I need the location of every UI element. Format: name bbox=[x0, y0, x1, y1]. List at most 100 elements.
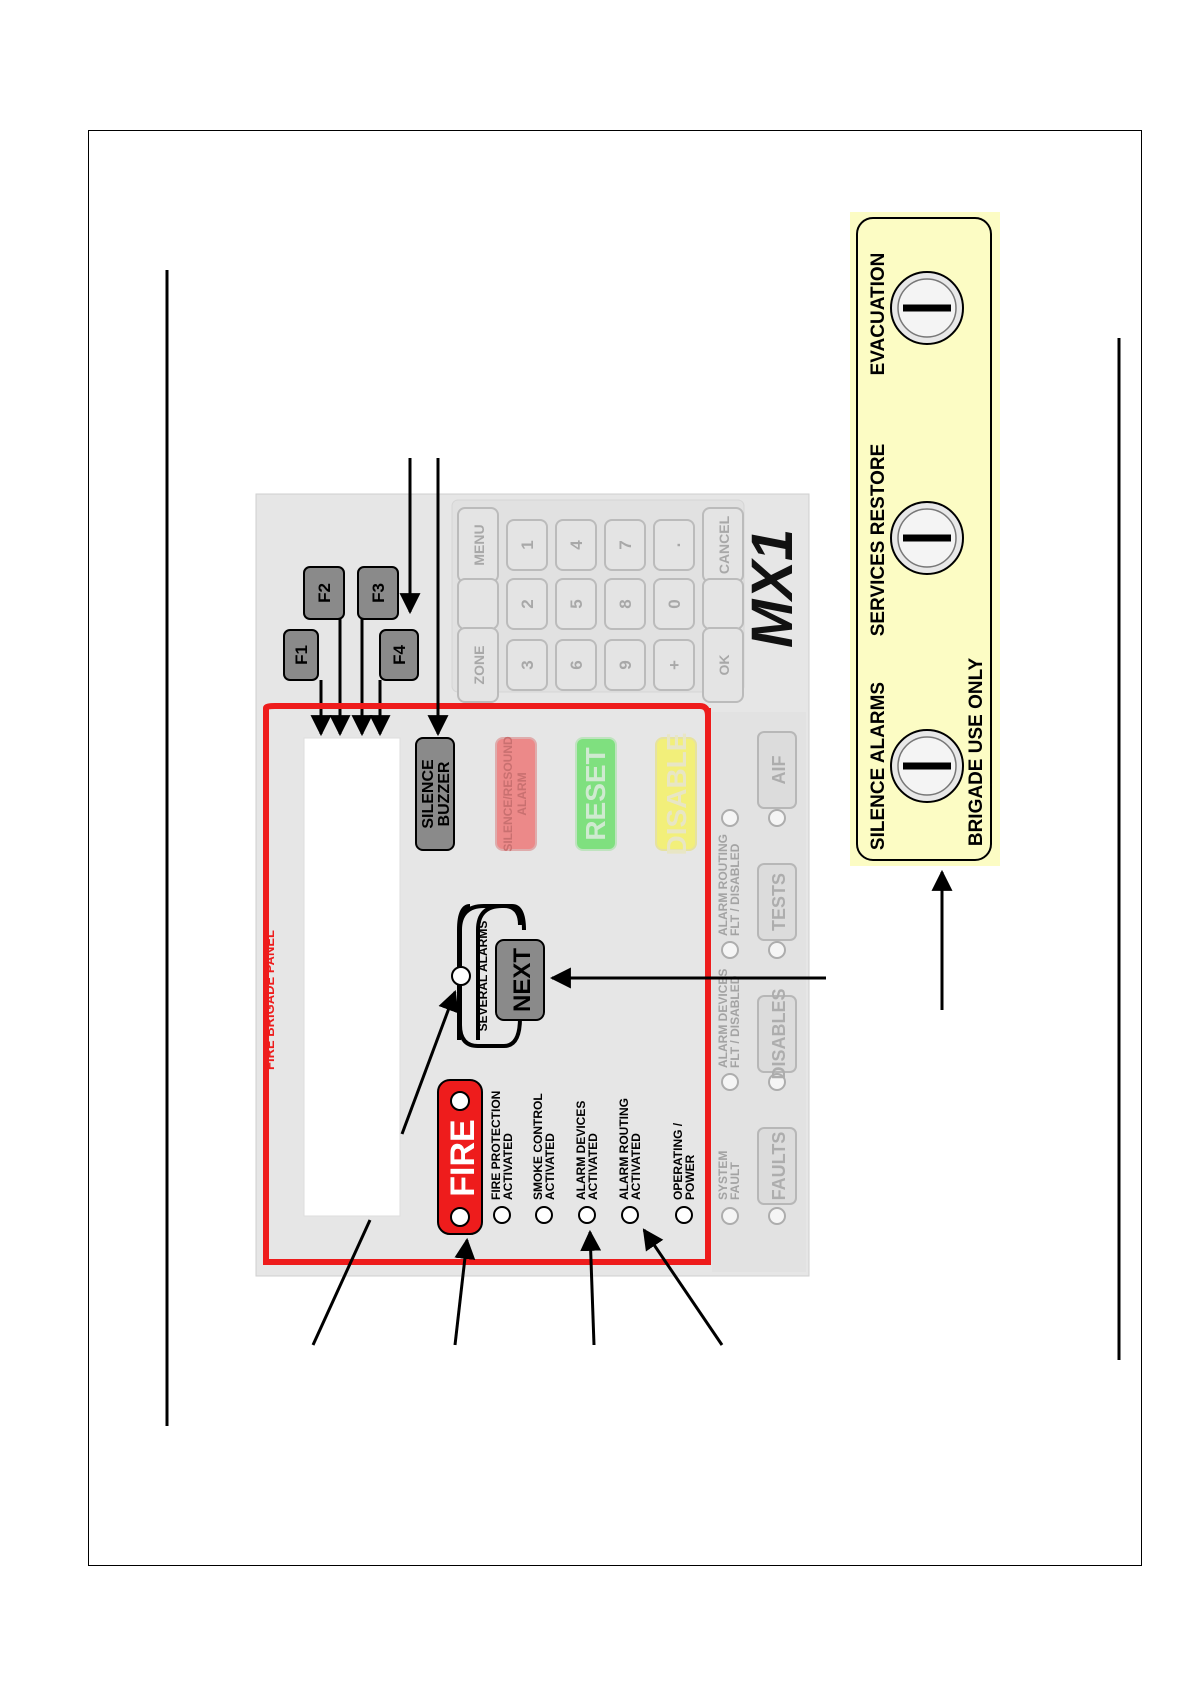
svg-text:FAULTS: FAULTS bbox=[769, 1132, 789, 1201]
aif-button[interactable] bbox=[757, 731, 797, 809]
svg-text:SYSTEM: SYSTEM bbox=[716, 1151, 730, 1200]
keypad-key-label: MENU bbox=[471, 524, 487, 565]
svg-text:FLT / DISABLED: FLT / DISABLED bbox=[728, 843, 742, 936]
keypad-key-blank[interactable] bbox=[702, 578, 744, 630]
fire-brigade-panel-border bbox=[263, 703, 711, 1265]
keypad-key-[interactable] bbox=[653, 519, 695, 571]
silence-alarms-switch[interactable] bbox=[890, 729, 964, 803]
lcd-display bbox=[303, 737, 401, 1217]
svg-text:ALARM DEVICES: ALARM DEVICES bbox=[574, 1101, 588, 1200]
svg-text:OPERATING /: OPERATING / bbox=[671, 1122, 685, 1200]
faults-button[interactable] bbox=[757, 1127, 797, 1205]
f3-key[interactable] bbox=[357, 566, 399, 620]
keypad-key-label: + bbox=[665, 660, 684, 670]
keypad-key-2[interactable] bbox=[506, 578, 548, 630]
f3-label: F3 bbox=[369, 583, 388, 603]
reset-button[interactable] bbox=[575, 737, 617, 851]
svg-text:TESTS: TESTS bbox=[769, 873, 789, 931]
status-indicators: FIRE PROTECTION ACTIVATED SMOKE CONTROL … bbox=[489, 1091, 697, 1224]
keypad-key-label: 8 bbox=[616, 599, 635, 608]
keypad-key-label: 5 bbox=[567, 599, 586, 608]
keypad-key-8[interactable] bbox=[604, 578, 646, 630]
evacuation-switch[interactable] bbox=[890, 271, 964, 345]
svg-text:AIF: AIF bbox=[769, 756, 789, 785]
keypad-key-9[interactable] bbox=[604, 639, 646, 691]
keypad-key-label: . bbox=[665, 543, 684, 548]
brigade-box-border bbox=[856, 217, 992, 861]
keypad-key-label: 6 bbox=[567, 660, 586, 669]
svg-text:FAULT: FAULT bbox=[728, 1162, 742, 1200]
svg-text:ACTIVATED: ACTIVATED bbox=[586, 1133, 600, 1200]
keypad-key-label: CANCEL bbox=[716, 515, 732, 574]
keypad-key-label: OK bbox=[716, 655, 732, 676]
keypad-key-label: 9 bbox=[616, 660, 635, 669]
next-button[interactable] bbox=[495, 939, 545, 1021]
disable-button[interactable] bbox=[655, 737, 697, 851]
services-restore-label: SERVICES RESTORE bbox=[868, 444, 889, 637]
keypad-key-label: 7 bbox=[616, 540, 635, 549]
fire-brigade-panel-title: FIRE BRIGADE PANEL bbox=[262, 930, 277, 1070]
disables-button[interactable] bbox=[757, 995, 797, 1073]
keypad-key-4[interactable] bbox=[555, 519, 597, 571]
svg-text:FIRE PROTECTION: FIRE PROTECTION bbox=[489, 1091, 503, 1200]
keypad-key-label: 0 bbox=[665, 599, 684, 608]
fire-indicator bbox=[437, 1079, 483, 1235]
several-alarms-label: SEVERAL ALARMS bbox=[476, 921, 490, 1032]
f1-label: F1 bbox=[292, 645, 311, 665]
svg-text:POWER: POWER bbox=[683, 1154, 697, 1200]
keypad-key-ok[interactable] bbox=[702, 627, 744, 703]
svg-text:ALARM DEVICES: ALARM DEVICES bbox=[716, 969, 730, 1068]
keypad-key-3[interactable] bbox=[506, 639, 548, 691]
keypad-key-blank[interactable] bbox=[457, 578, 499, 630]
f2-label: F2 bbox=[315, 583, 334, 603]
services-restore-switch[interactable] bbox=[890, 501, 964, 575]
keypad-key-label: 2 bbox=[518, 599, 537, 608]
brigade-use-only-label: BRIGADE USE ONLY bbox=[966, 658, 987, 847]
f1-key[interactable] bbox=[283, 629, 319, 681]
model-logo: MX1 bbox=[740, 529, 805, 648]
silence-buzzer-button[interactable] bbox=[415, 737, 455, 851]
fire-label: FIRE bbox=[444, 1119, 482, 1196]
keypad-key-label: 4 bbox=[567, 540, 586, 550]
silence-buzzer-label-1: SILENCE bbox=[420, 759, 437, 829]
f2-key[interactable] bbox=[303, 566, 345, 620]
silence-resound-label-2: ALARM bbox=[515, 772, 529, 815]
keypad-key-zone[interactable] bbox=[457, 627, 499, 703]
keypad-key-label: 3 bbox=[518, 660, 537, 669]
keypad-key-[interactable] bbox=[653, 639, 695, 691]
silence-resound-label-1: SILENCE/RESOUND bbox=[501, 736, 515, 852]
f4-label: F4 bbox=[390, 645, 409, 665]
reset-label: RESET bbox=[580, 747, 611, 840]
keypad-key-6[interactable] bbox=[555, 639, 597, 691]
page-frame bbox=[88, 130, 1142, 1566]
disable-label: DISABLE bbox=[661, 733, 692, 856]
next-label: NEXT bbox=[509, 948, 536, 1012]
svg-text:FLT / DISABLED: FLT / DISABLED bbox=[728, 975, 742, 1068]
keypad-key-label: ZONE bbox=[471, 646, 487, 685]
svg-text:DISABLES: DISABLES bbox=[769, 988, 789, 1079]
svg-text:SMOKE CONTROL: SMOKE CONTROL bbox=[531, 1093, 545, 1200]
function-keys[interactable]: F1 F2 F3 F4 bbox=[283, 566, 419, 681]
tests-button[interactable] bbox=[757, 863, 797, 941]
svg-text:ACTIVATED: ACTIVATED bbox=[501, 1133, 515, 1200]
svg-text:ACTIVATED: ACTIVATED bbox=[629, 1133, 643, 1200]
keypad-key-1[interactable] bbox=[506, 519, 548, 571]
fire-led-bottom bbox=[450, 1207, 470, 1227]
f4-key[interactable] bbox=[379, 629, 419, 681]
bottom-row: SYSTEM FAULT FAULTS ALARM DEVICES FLT / … bbox=[712, 712, 806, 1272]
fire-led-top bbox=[450, 1091, 470, 1111]
keypad-key-5[interactable] bbox=[555, 578, 597, 630]
keypad-key-7[interactable] bbox=[604, 519, 646, 571]
keypad-key-label: 1 bbox=[518, 540, 537, 549]
keypad-key-0[interactable] bbox=[653, 578, 695, 630]
svg-text:ACTIVATED: ACTIVATED bbox=[543, 1133, 557, 1200]
silence-resound-button[interactable] bbox=[495, 737, 537, 851]
several-alarms-led bbox=[451, 966, 471, 986]
silence-buzzer-label-2: BUZZER bbox=[436, 761, 453, 826]
svg-text:ALARM ROUTING: ALARM ROUTING bbox=[716, 834, 730, 936]
callout-arrows bbox=[311, 458, 953, 1346]
silence-alarms-label: SILENCE ALARMS bbox=[868, 682, 889, 850]
svg-text:ALARM ROUTING: ALARM ROUTING bbox=[617, 1098, 631, 1200]
